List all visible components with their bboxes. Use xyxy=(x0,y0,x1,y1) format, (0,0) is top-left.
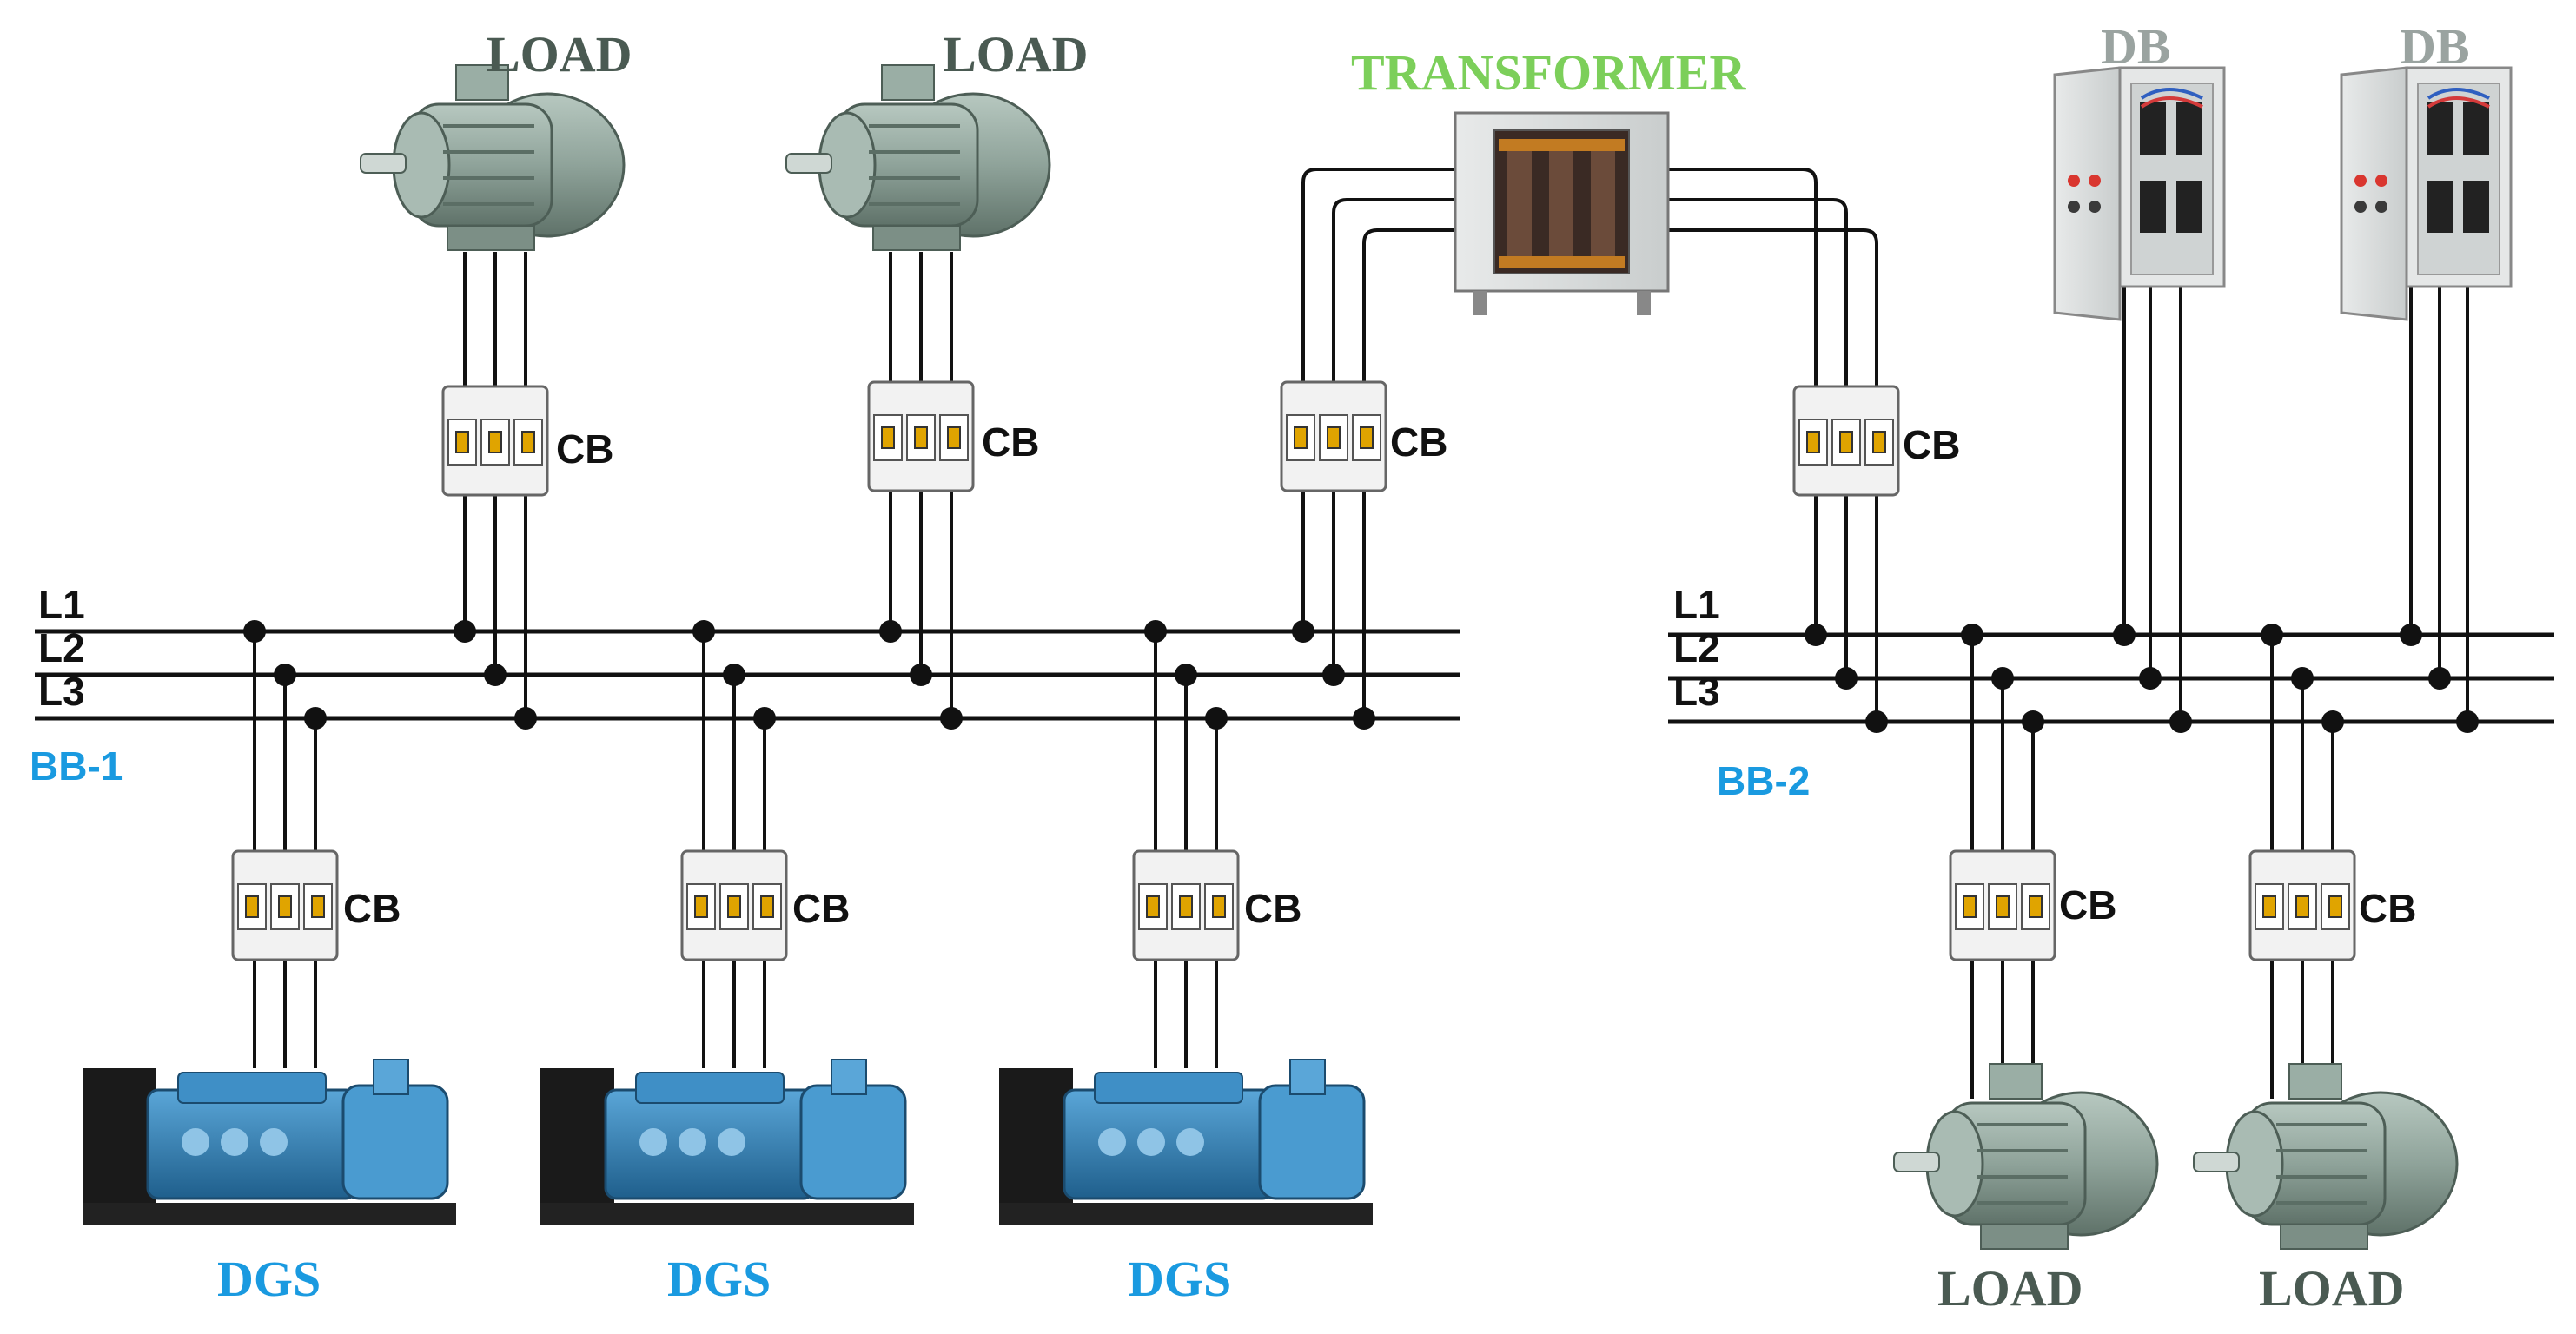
bus1-l2-label: L2 xyxy=(38,625,85,670)
top-load-2-feeder: CB LOAD xyxy=(785,26,1089,730)
circuit-breaker[interactable] xyxy=(1132,849,1240,961)
bus1-l3-label: L3 xyxy=(38,669,85,714)
circuit-breaker[interactable] xyxy=(231,849,339,961)
db-label: DB xyxy=(2400,18,2470,75)
junction-dot xyxy=(1353,707,1375,730)
cb-label: CB xyxy=(792,886,850,931)
junction-dot xyxy=(1144,620,1167,643)
generator-1-feeder: CB DGS xyxy=(83,620,456,1307)
junction-dot xyxy=(2169,710,2192,733)
transformer-label: TRANSFORMER xyxy=(1351,44,1746,101)
circuit-breaker[interactable] xyxy=(1792,385,1900,497)
circuit-breaker[interactable] xyxy=(680,849,788,961)
cb-label: CB xyxy=(1244,886,1301,931)
bus2-l2-label: L2 xyxy=(1673,625,1720,670)
dgs-label: DGS xyxy=(667,1251,771,1307)
bus-bar-2: L1 L2 L3 BB-2 xyxy=(1668,582,2554,803)
junction-dot xyxy=(304,707,327,730)
junction-dot xyxy=(2139,667,2162,690)
cb-label: CB xyxy=(556,426,613,472)
load-label: LOAD xyxy=(1937,1260,2083,1317)
load-label: LOAD xyxy=(487,26,632,83)
top-load-1-feeder: CB LOAD xyxy=(360,26,632,730)
circuit-breaker[interactable] xyxy=(2248,849,2356,961)
motor-icon xyxy=(1893,1063,2159,1250)
distribution-board-icon xyxy=(2053,66,2226,321)
junction-dot xyxy=(484,664,507,686)
cb-label: CB xyxy=(982,419,1039,465)
bus1-l1-label: L1 xyxy=(38,582,85,627)
junction-dot xyxy=(1961,624,1983,646)
load-label: LOAD xyxy=(943,26,1089,83)
motor-icon xyxy=(785,64,1051,251)
junction-dot xyxy=(2456,710,2479,733)
junction-dot xyxy=(454,620,476,643)
transformer-icon xyxy=(1454,111,1670,315)
junction-dot xyxy=(940,707,963,730)
circuit-breaker[interactable] xyxy=(1280,380,1387,492)
generator-2-feeder: CB DGS xyxy=(540,620,914,1307)
junction-dot xyxy=(1175,664,1197,686)
junction-dot xyxy=(514,707,537,730)
bus-bar-1: L1 L2 L3 BB-1 xyxy=(30,582,1460,789)
generator-icon xyxy=(999,1059,1373,1225)
distribution-board-2-feeder: DB xyxy=(2340,18,2513,733)
junction-dot xyxy=(879,620,902,643)
junction-dot xyxy=(1991,667,2014,690)
bus2-l1-label: L1 xyxy=(1673,582,1720,627)
junction-dot xyxy=(2321,710,2344,733)
cb-label: CB xyxy=(1903,422,1960,467)
junction-dot xyxy=(2261,624,2283,646)
junction-dot xyxy=(723,664,745,686)
motor-icon xyxy=(2193,1063,2459,1250)
motor-icon xyxy=(360,64,626,251)
junction-dot xyxy=(1835,667,1858,690)
feeder-wires xyxy=(2409,287,2469,722)
junction-dot xyxy=(1292,620,1314,643)
bottom-load-2-feeder: CB LOAD xyxy=(2193,624,2459,1317)
transformer-wires xyxy=(1301,168,1878,722)
distribution-board-icon xyxy=(2340,66,2513,321)
bus2-l3-label: L3 xyxy=(1673,669,1720,714)
junction-dot xyxy=(692,620,715,643)
junction-dot xyxy=(2400,624,2422,646)
junction-dot xyxy=(910,664,932,686)
dgs-label: DGS xyxy=(217,1251,321,1307)
junction-dot xyxy=(243,620,266,643)
generator-icon xyxy=(83,1059,456,1225)
junction-dot xyxy=(1805,624,1827,646)
junction-dot xyxy=(2428,667,2451,690)
dgs-label: DGS xyxy=(1128,1251,1231,1307)
junction-dot xyxy=(1322,664,1345,686)
cb-label: CB xyxy=(2059,882,2116,928)
feeder-wires xyxy=(2122,287,2182,722)
bus2-name-label: BB-2 xyxy=(1717,758,1810,803)
distribution-board-1-feeder: DB xyxy=(2053,18,2226,733)
junction-dot xyxy=(753,707,776,730)
junction-dot xyxy=(2022,710,2044,733)
transformer-feeder: CB CB TRANSFORMER xyxy=(1280,44,1960,733)
load-label: LOAD xyxy=(2259,1260,2405,1317)
cb-label: CB xyxy=(1390,419,1447,465)
junction-dot xyxy=(2113,624,2136,646)
cb-label: CB xyxy=(2359,886,2416,931)
db-label: DB xyxy=(2101,18,2171,75)
junction-dot xyxy=(2291,667,2314,690)
cb-label: CB xyxy=(343,886,401,931)
junction-dot xyxy=(1865,710,1888,733)
circuit-breaker[interactable] xyxy=(1949,849,2056,961)
circuit-breaker[interactable] xyxy=(867,380,975,492)
junction-dot xyxy=(1205,707,1228,730)
junction-dot xyxy=(274,664,296,686)
generator-3-feeder: CB DGS xyxy=(999,620,1373,1307)
bus1-name-label: BB-1 xyxy=(30,743,123,789)
bottom-load-1-feeder: CB LOAD xyxy=(1893,624,2159,1317)
generator-icon xyxy=(540,1059,914,1225)
circuit-breaker[interactable] xyxy=(441,385,549,497)
